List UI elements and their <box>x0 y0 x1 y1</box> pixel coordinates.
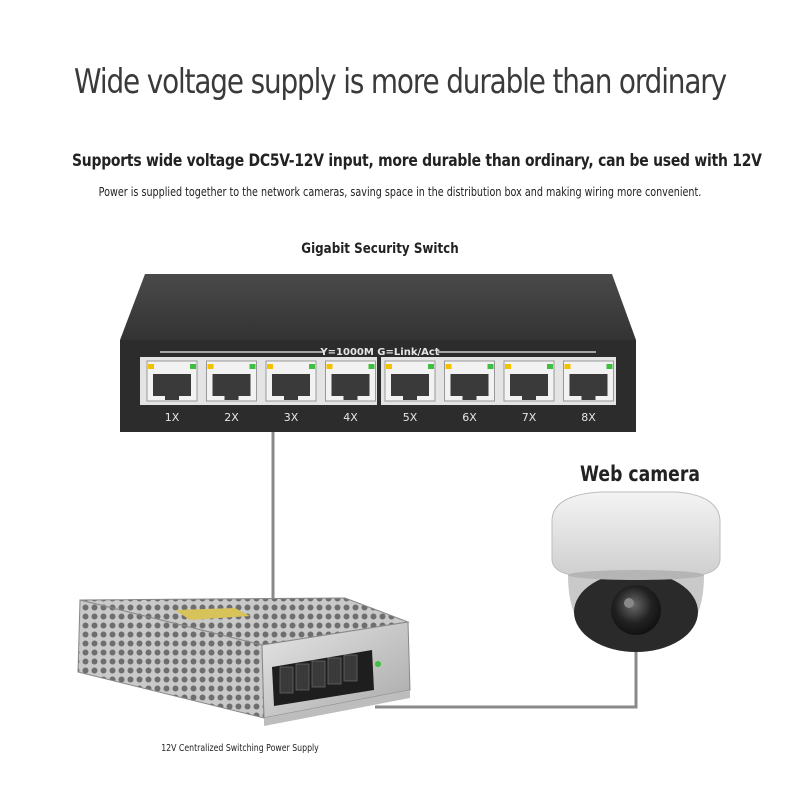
led-yellow-icon <box>148 364 154 369</box>
ethernet-port-1: 1X <box>146 360 198 424</box>
camera-device <box>551 491 721 652</box>
ethernet-port-2: 2X <box>206 360 257 424</box>
port-label: 2X <box>224 411 239 424</box>
switch-panel-legend: Y=1000M G=Link/Act <box>319 347 439 358</box>
led-green-icon <box>190 364 196 369</box>
led-green-icon <box>606 364 613 369</box>
power-supply-device <box>77 597 411 726</box>
ethernet-port-5: 5X <box>384 360 436 424</box>
port-label: 7X <box>522 411 537 424</box>
led-yellow-icon <box>564 364 571 369</box>
port-label: 6X <box>462 411 477 424</box>
led-yellow-icon <box>207 364 214 369</box>
camera-label: Web camera <box>580 462 700 486</box>
subheading: Supports wide voltage DC5V-12V input, mo… <box>72 151 762 171</box>
led-green-icon <box>428 364 434 369</box>
led-green-icon <box>368 364 375 369</box>
ethernet-port-6: 6X <box>444 360 495 424</box>
description: Power is supplied together to the networ… <box>98 185 702 199</box>
cable-psu-to-camera <box>375 648 638 709</box>
ethernet-port-3: 3X <box>265 360 317 424</box>
led-yellow-icon <box>267 364 273 369</box>
led-green-icon <box>487 364 494 369</box>
led-yellow-icon <box>386 364 392 369</box>
led-yellow-icon <box>326 364 333 369</box>
ethernet-port-4: 4X <box>325 360 376 424</box>
switch-device: Y=1000M G=Link/Act 1X 2X 3X 4X 5X 6X 7X 8X <box>120 274 636 432</box>
power-supply-label: 12V Centralized Switching Power Supply <box>161 743 319 754</box>
led-yellow-icon <box>445 364 452 369</box>
headline: Wide voltage supply is more durable than… <box>74 62 727 102</box>
port-label: 8X <box>581 411 596 424</box>
led-green-icon <box>547 364 553 369</box>
ethernet-port-7: 7X <box>503 360 555 424</box>
port-label: 3X <box>284 411 299 424</box>
led-green-icon <box>309 364 315 369</box>
ethernet-port-8: 8X <box>563 360 614 424</box>
port-label: 4X <box>343 411 358 424</box>
port-label: 1X <box>165 411 180 424</box>
switch-label: Gigabit Security Switch <box>301 241 459 257</box>
port-label: 5X <box>403 411 418 424</box>
led-green-icon <box>249 364 256 369</box>
led-yellow-icon <box>505 364 511 369</box>
